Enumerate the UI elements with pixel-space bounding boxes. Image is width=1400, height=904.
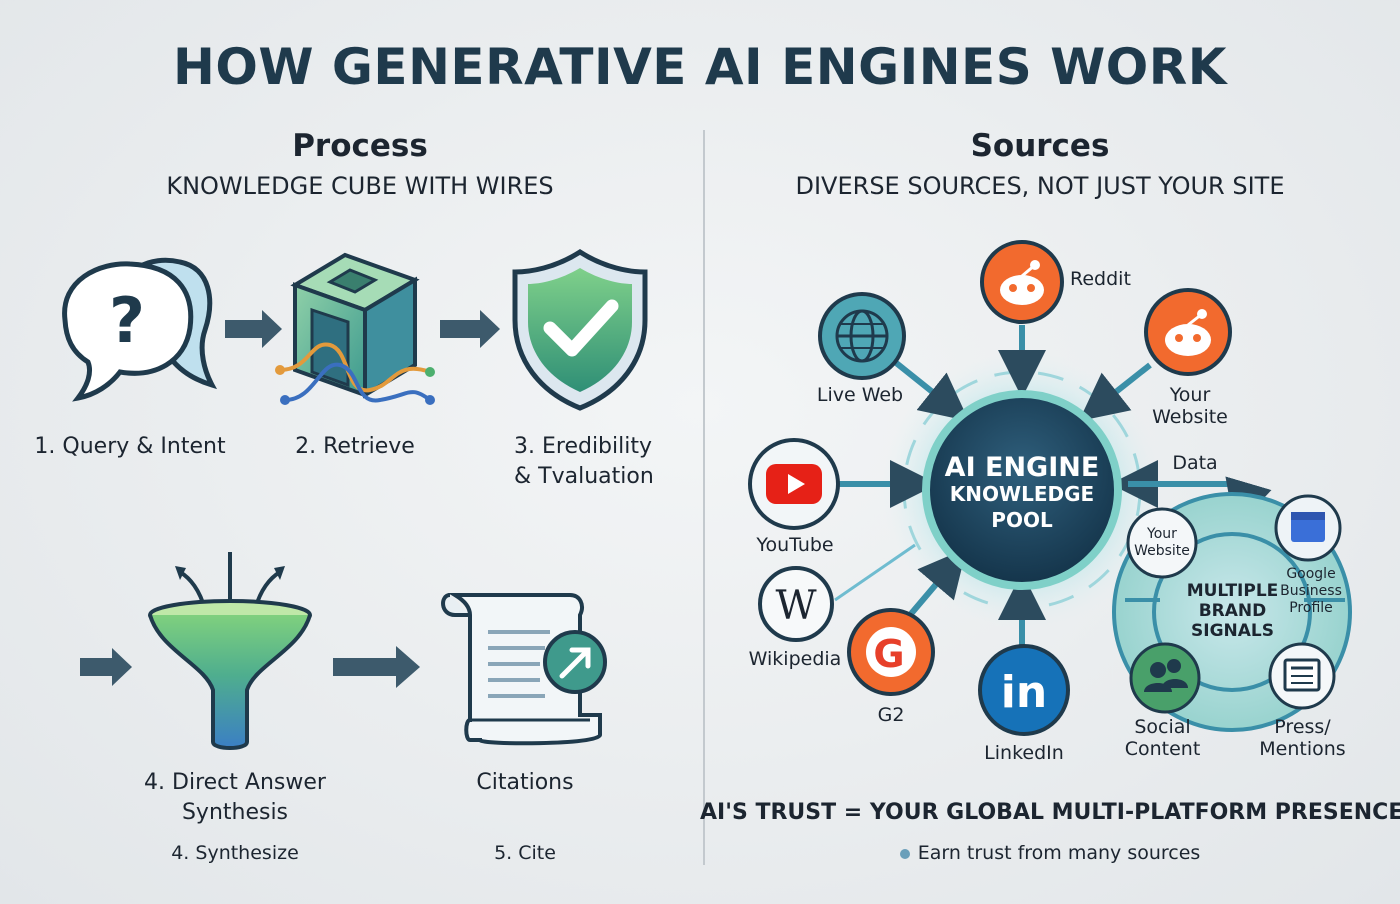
social-line2: Content [1124, 738, 1201, 760]
g2-label: G2 [877, 704, 905, 726]
arrow-head [396, 646, 420, 688]
bullet-icon [899, 848, 910, 859]
reddit-label: Reddit [1070, 268, 1131, 290]
wikipedia-link [834, 543, 916, 602]
hub-line2: KNOWLEDGE [949, 482, 1095, 506]
earn-trust-note: Earn trust from many sources [700, 842, 1400, 864]
youtube-label: YouTube [756, 534, 834, 556]
step-4-label-line1: 4. Direct Answer [144, 770, 326, 795]
social-people-icon [1129, 642, 1201, 714]
g2-icon: G [847, 608, 935, 696]
brand-website-line2: Website [1134, 543, 1190, 559]
gbp-line3: Profile [1289, 600, 1333, 616]
arrow-shaft [80, 658, 114, 676]
document-scroll-icon [441, 593, 607, 746]
press-line1: Press/ [1274, 716, 1331, 738]
wikipedia-icon: W [758, 566, 834, 642]
your-website-label-line2: Website [1152, 406, 1228, 428]
linkedin-glyph: in [1001, 667, 1047, 718]
wikipedia-glyph: W [775, 583, 816, 629]
step-2-label: 2. Retrieve [295, 434, 415, 459]
youtube-icon [748, 438, 840, 530]
step-1-label: 1. Query & Intent [34, 434, 226, 459]
data-label: Data [1172, 452, 1218, 474]
page-title: HOW GENERATIVE AI ENGINES WORK [172, 38, 1228, 96]
step-3-label-line1: 3. Eredibility [514, 434, 653, 459]
arrow-head [262, 310, 282, 348]
ai-engine-hub [922, 390, 1122, 590]
arrow-shaft [333, 658, 398, 676]
process-heading: Process [292, 128, 428, 164]
earn-trust-text: Earn trust from many sources [917, 842, 1201, 864]
arrow-shaft [440, 320, 482, 338]
knowledge-cube-icon [275, 252, 435, 405]
globe-icon [818, 292, 906, 380]
step-5-label: Citations [476, 770, 574, 795]
step-5-sub: 5. Cite [494, 842, 556, 864]
arrow-head [480, 310, 500, 348]
trust-statement: AI'S TRUST = YOUR GLOBAL MULTI-PLATFORM … [700, 800, 1400, 825]
brand-website-line1: Your [1147, 526, 1177, 542]
brand-center-line1: MULTIPLE [1186, 581, 1279, 601]
arrow-head [112, 648, 132, 686]
your-website-reddit-icon [1144, 288, 1232, 376]
arrow-shaft [225, 320, 265, 338]
press-line2: Mentions [1259, 738, 1346, 760]
question-bubble-icon: ? [62, 257, 218, 402]
linkedin-label: LinkedIn [984, 742, 1064, 764]
g2-glyph: G [873, 632, 904, 676]
step-4-sub: 4. Synthesize [171, 842, 299, 864]
svg-text:?: ? [109, 284, 145, 357]
live-web-label: Live Web [816, 384, 904, 406]
social-line1: Social [1134, 716, 1191, 738]
brand-center-line3: SIGNALS [1191, 621, 1274, 641]
brand-center-line2: BRAND [1198, 601, 1267, 621]
sources-heading: Sources [970, 128, 1110, 164]
process-subheading: KNOWLEDGE CUBE WITH WIRES [166, 172, 554, 200]
shield-check-icon [512, 249, 648, 411]
hub-line1: AI ENGINE [944, 452, 1100, 483]
reddit-icon [980, 240, 1064, 324]
step-4-label-line2: Synthesis [181, 800, 289, 825]
gbp-line2: Business [1280, 583, 1342, 599]
wikipedia-label: Wikipedia [748, 648, 842, 670]
step-3-label-line2: & Tvaluation [514, 464, 654, 489]
brand-signals-cluster [1112, 492, 1352, 732]
column-divider [703, 130, 705, 865]
sources-subheading: DIVERSE SOURCES, NOT JUST YOUR SITE [795, 172, 1285, 200]
your-website-label-line1: Your [1169, 384, 1211, 406]
hub-line3: POOL [991, 508, 1053, 532]
funnel-icon [148, 552, 312, 750]
linkedin-icon: in [978, 644, 1070, 736]
gbp-line1: Google [1286, 566, 1336, 582]
